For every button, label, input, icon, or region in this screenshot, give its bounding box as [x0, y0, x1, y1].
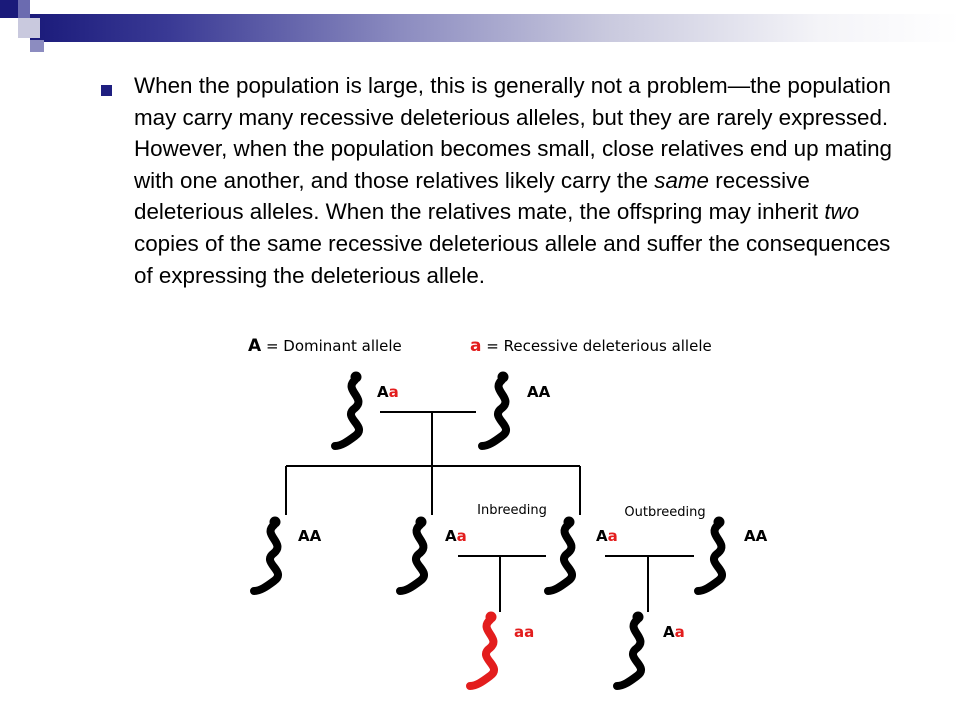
snake-icon	[400, 517, 426, 591]
header-square-small	[30, 40, 44, 52]
allele-1: A	[596, 527, 608, 545]
emphasis-same: same	[654, 167, 710, 193]
genotype-parent-left: Aa	[377, 383, 399, 401]
allele-2: A	[310, 527, 322, 545]
genotype-outbred-offspring: Aa	[663, 623, 685, 641]
outbreeding-label: Outbreeding	[624, 505, 705, 520]
allele-2: a	[608, 527, 618, 545]
genotype-inbred-offspring: aa	[514, 623, 534, 641]
legend-dominant-text: = Dominant allele	[261, 337, 402, 355]
emphasis-two: two	[824, 199, 860, 225]
allele-1: a	[514, 623, 524, 641]
genotype-child-2: Aa	[445, 527, 467, 545]
snake-icon	[617, 612, 643, 686]
genotype-parent-right: AA	[527, 383, 551, 401]
genotype-child-3: Aa	[596, 527, 618, 545]
pedigree-lines	[285, 411, 694, 612]
allele-2: a	[675, 623, 685, 641]
allele-2: a	[457, 527, 467, 545]
header-square-mid	[18, 0, 30, 18]
allele-1: A	[445, 527, 457, 545]
allele-1: A	[744, 527, 756, 545]
genotype-outsider: AA	[744, 527, 768, 545]
allele-2: A	[539, 383, 551, 401]
paragraph-text-3: copies of the same recessive deleterious…	[134, 230, 891, 288]
snake-icon-affected	[470, 612, 496, 686]
genotype-labels: Aa AA AA Aa Aa AA aa Aa	[298, 383, 768, 641]
header-square-light	[18, 18, 40, 38]
allele-1: A	[377, 383, 389, 401]
body-paragraph: When the population is large, this is ge…	[134, 70, 914, 291]
genotype-child-1: AA	[298, 527, 322, 545]
allele-2: A	[756, 527, 768, 545]
allele-1: A	[663, 623, 675, 641]
snake-icon	[548, 517, 574, 591]
bullet-marker	[101, 85, 112, 96]
header-square-dark	[0, 0, 18, 18]
allele-1: A	[527, 383, 539, 401]
allele-2: a	[389, 383, 399, 401]
paragraph-text-2: recessive deleterious alleles. When the …	[134, 167, 825, 225]
allele-2: a	[524, 623, 534, 641]
paragraph-text-1: When the population is large, this is ge…	[134, 73, 892, 193]
legend-dominant: A = Dominant allele	[248, 336, 402, 356]
legend-recessive: a = Recessive deleterious allele	[470, 336, 712, 356]
header-gradient-bar	[30, 14, 960, 42]
legend-dominant-symbol: A	[248, 336, 262, 356]
legend-recessive-text: = Recessive deleterious allele	[481, 337, 712, 355]
snake-icon	[482, 372, 508, 446]
inbreeding-label: Inbreeding	[477, 503, 547, 518]
snake-icon	[698, 517, 724, 591]
allele-1: A	[298, 527, 310, 545]
legend-recessive-symbol: a	[470, 336, 482, 356]
snake-icon	[335, 372, 361, 446]
snake-icon	[254, 517, 280, 591]
